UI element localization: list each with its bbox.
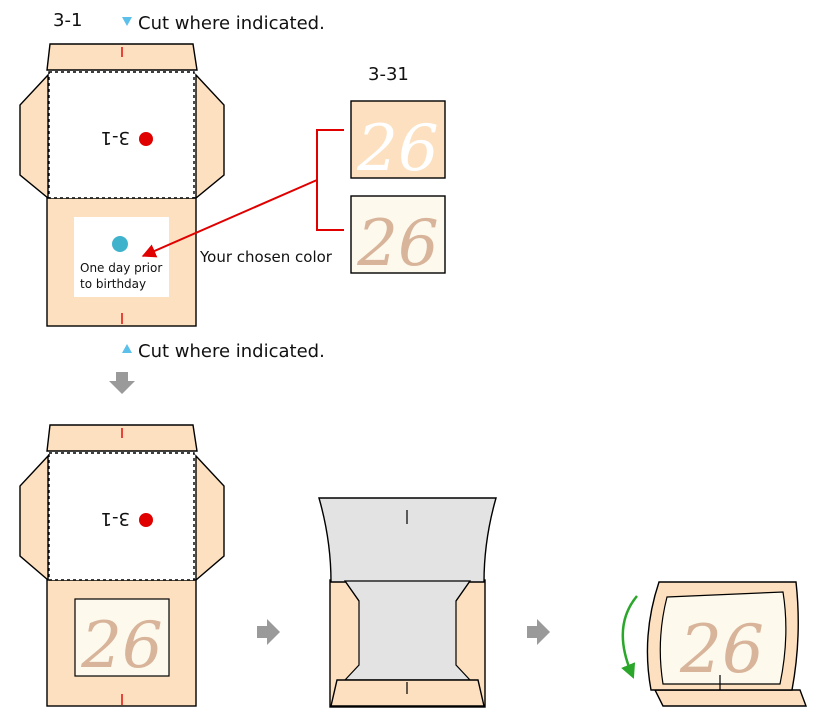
birthday-note-line1: One day prior xyxy=(80,261,162,275)
red-dot-marker-2 xyxy=(139,513,153,527)
folded-stage xyxy=(318,497,497,708)
date-number-final: 26 xyxy=(679,611,764,688)
center-mark-label: 3-1 xyxy=(101,127,130,148)
date-number-white: 26 xyxy=(356,112,438,186)
right-arrow-icon-2 xyxy=(527,619,550,645)
red-dot-marker xyxy=(139,132,153,146)
step-label: 3-1 xyxy=(53,10,82,31)
cut-note-bottom: Cut where indicated. xyxy=(138,341,325,362)
birthday-note-line2: to birthday xyxy=(80,277,146,291)
cut-triangle-down-icon xyxy=(122,17,132,26)
chosen-color-label: Your chosen color xyxy=(199,248,333,266)
sheet-sample-cream: 26 xyxy=(350,195,446,281)
color-bracket xyxy=(316,129,344,231)
down-arrow-icon xyxy=(109,372,135,394)
sheet-sample-tan: 26 xyxy=(350,100,446,186)
final-stand: 26 xyxy=(621,581,808,707)
cut-triangle-up-icon xyxy=(122,344,132,353)
blue-dot-marker xyxy=(112,236,128,252)
sheet-label: 3-31 xyxy=(368,64,409,85)
cut-note-top: Cut where indicated. xyxy=(138,13,325,34)
right-arrow-icon-1 xyxy=(257,619,280,645)
red-arrow xyxy=(141,179,318,258)
date-number-brown: 26 xyxy=(356,207,438,281)
rotate-arrow-icon xyxy=(621,595,638,679)
center-mark-label-2: 3-1 xyxy=(101,508,130,529)
date-number-assembled: 26 xyxy=(80,609,162,683)
template-bottom: 3-1 26 xyxy=(19,424,225,707)
template-top: 3-1 One day prior to birthday xyxy=(19,43,225,327)
